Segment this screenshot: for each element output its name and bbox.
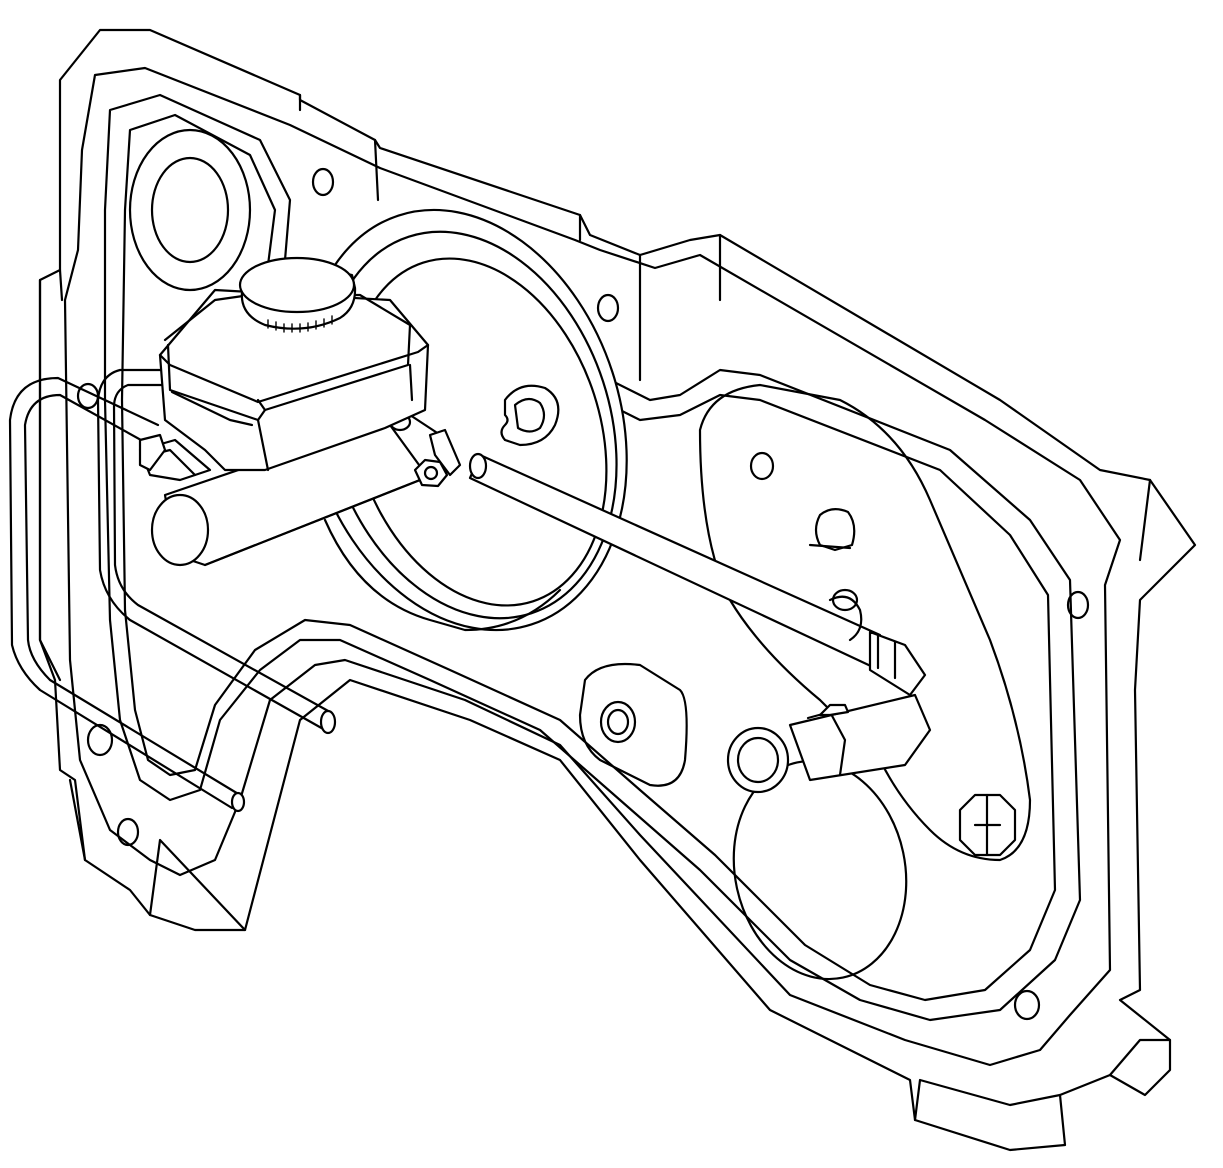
nut-icon: [415, 430, 460, 486]
panel-opening-icon: [130, 130, 250, 290]
dash-panel-icon: [40, 30, 1195, 1150]
hose-clamp-icon: [502, 386, 855, 550]
vacuum-hose-icon: [470, 454, 925, 695]
fluid-reservoir-icon: [160, 290, 428, 470]
panel-recess-icon: [700, 385, 1030, 995]
brake-pipe-icon: [10, 370, 335, 811]
bolt-icon: [830, 590, 1015, 855]
check-valve-icon: [728, 695, 930, 792]
reservoir-cap-icon: [240, 258, 355, 332]
